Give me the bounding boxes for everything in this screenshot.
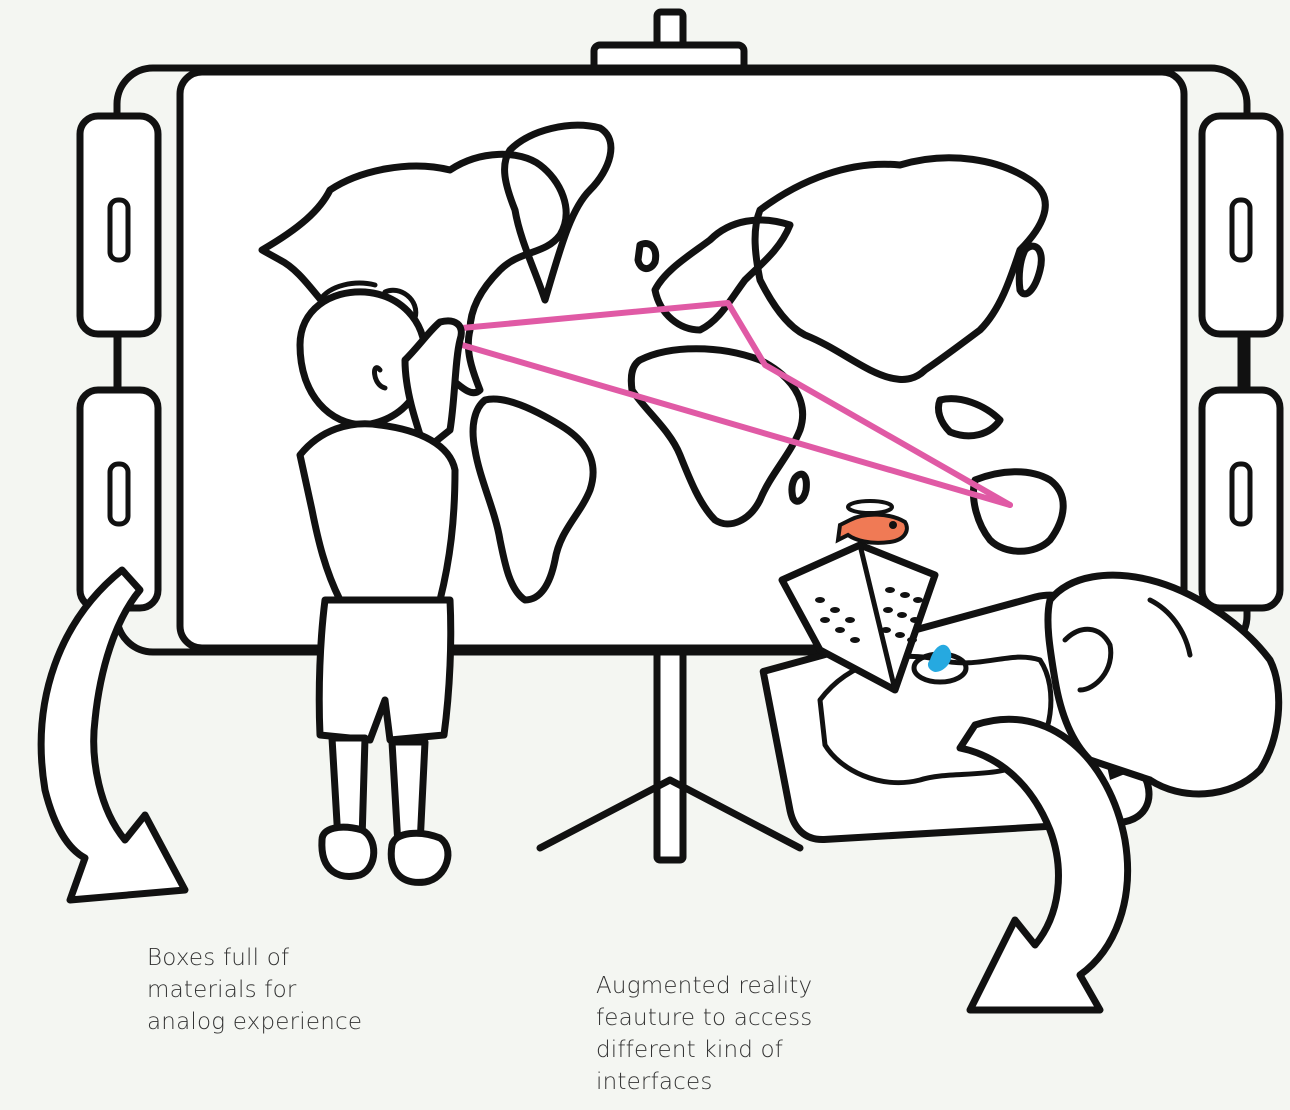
curved-arrow-left bbox=[37, 566, 189, 904]
continent-se-asia bbox=[934, 395, 1004, 440]
caption-augmented-reality: Augmented reality feauture to access dif… bbox=[596, 970, 812, 1098]
caption-boxes-line-2: materials for bbox=[147, 977, 297, 1003]
island-uk bbox=[634, 240, 660, 272]
continent-greenland bbox=[501, 121, 615, 304]
hand bbox=[1044, 571, 1283, 798]
ar-fish-icon bbox=[835, 499, 909, 545]
continent-south-america bbox=[469, 395, 597, 604]
child-figure bbox=[296, 280, 465, 886]
ar-water-icon bbox=[927, 644, 952, 672]
island-japan bbox=[1015, 242, 1045, 298]
caption-ar-line-1: Augmented reality bbox=[596, 973, 813, 999]
curved-arrow-right bbox=[956, 715, 1132, 1014]
continent-australia bbox=[969, 468, 1067, 555]
caption-boxes-line-3: analog experience bbox=[147, 1009, 363, 1035]
material-box-right-bottom bbox=[1198, 386, 1284, 612]
caption-ar-line-4: interfaces bbox=[596, 1069, 713, 1095]
material-box-right-top bbox=[1198, 112, 1284, 338]
caption-ar-line-2: feauture to access bbox=[596, 1005, 813, 1031]
caption-ar-line-3: different kind of bbox=[596, 1037, 784, 1063]
continent-europe bbox=[651, 216, 794, 334]
route-lines bbox=[459, 300, 1013, 508]
material-box-left-top bbox=[76, 112, 162, 338]
ar-building bbox=[778, 541, 969, 694]
caption-materials-boxes: Boxes full of materials for analog exper… bbox=[147, 942, 362, 1038]
caption-boxes-line-1: Boxes full of bbox=[147, 945, 290, 971]
island-madagascar bbox=[788, 470, 810, 505]
continent-asia bbox=[751, 154, 1049, 383]
easel-stand bbox=[536, 648, 804, 864]
